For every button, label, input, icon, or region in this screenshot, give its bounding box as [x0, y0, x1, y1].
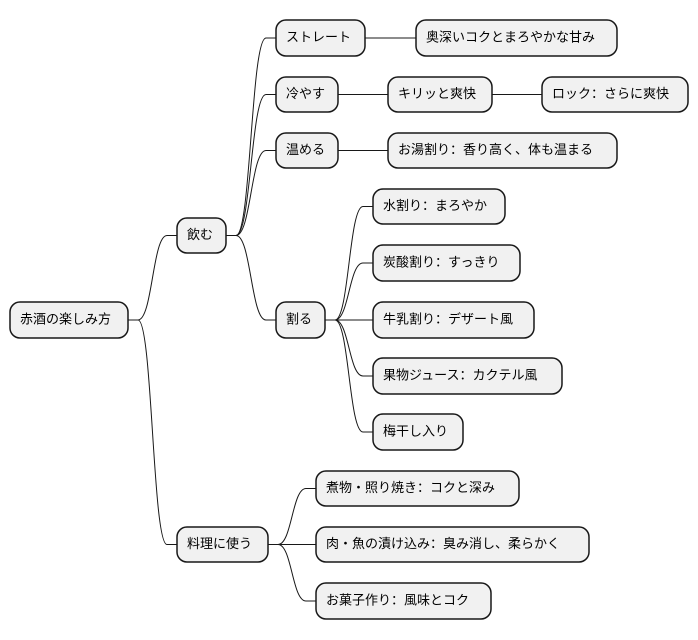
mindmap-node: 奥深いコクとまろやかな甘み [415, 19, 618, 57]
node-label: 奥深いコクとまろやかな甘み [426, 31, 595, 46]
node-label: 料理に使う [187, 536, 252, 552]
node-box [315, 582, 492, 620]
mindmap-node: 果物ジュース：カクテル風 [372, 357, 563, 395]
mindmap-node: 飲む [176, 217, 227, 254]
node-box [275, 301, 326, 339]
connector-line [268, 544, 316, 602]
node-label: 牛乳割り：デザート風 [383, 312, 513, 328]
connector-line [226, 235, 276, 321]
node-box [176, 526, 269, 563]
connector-line [268, 488, 316, 545]
mindmap-node: キリッと爽快 [387, 76, 493, 113]
node-box [415, 19, 618, 57]
node-box [372, 301, 535, 339]
edges [128, 37, 542, 602]
node-label: 割る [286, 312, 312, 328]
node-box [9, 301, 129, 339]
mindmap-root-node: 赤酒の楽しみ方 [9, 301, 129, 339]
node-label: お湯割り：香り高く、体も温まる [398, 142, 593, 158]
mindmap-node: 牛乳割り：デザート風 [372, 301, 535, 339]
node-label: お菓子作り：風味とコク [326, 594, 469, 609]
mindmap-node: ストレート [275, 19, 366, 57]
node-label: 赤酒の楽しみ方 [20, 312, 111, 328]
node-box [176, 217, 227, 254]
mindmap-node: お菓子作り：風味とコク [315, 582, 492, 620]
node-label: 温める [286, 143, 325, 158]
connector-line [226, 94, 276, 236]
node-box [372, 188, 506, 225]
connector-line [325, 262, 373, 321]
node-label: 冷やす [286, 87, 325, 102]
mindmap-node: お湯割り：香り高く、体も温まる [387, 132, 618, 169]
node-box [275, 76, 339, 113]
mindmap-node: 温める [275, 132, 339, 169]
connector-line [325, 206, 373, 321]
connector-line [128, 235, 177, 321]
node-label: キリッと爽快 [398, 87, 476, 102]
node-label: ロック：さらに爽快 [552, 87, 669, 102]
node-box [275, 132, 339, 169]
node-label: 飲む [187, 227, 213, 243]
connector-line [226, 150, 276, 236]
connector-line [226, 37, 276, 236]
node-box [315, 526, 590, 563]
connector-line [128, 319, 177, 545]
node-label: 煮物・照り焼き：コクと深み [326, 481, 495, 496]
connector-line [325, 319, 373, 377]
mindmap-node: 炭酸割り：すっきり [372, 244, 521, 282]
mindmap-node: ロック：さらに爽快 [541, 76, 689, 113]
mindmap-node: 煮物・照り焼き：コクと深み [315, 470, 520, 507]
node-label: ストレート [286, 31, 351, 46]
node-box [372, 244, 521, 282]
node-box [372, 413, 464, 451]
node-box [387, 76, 493, 113]
mindmap-node: 梅干し入り [372, 413, 464, 451]
node-box [315, 470, 520, 507]
node-label: 水割り：まろやか [383, 198, 487, 214]
mindmap-node: 料理に使う [176, 526, 269, 563]
node-label: 梅干し入り [383, 425, 448, 440]
node-label: 炭酸割り：すっきり [383, 255, 499, 271]
mindmap-node: 肉・魚の漬け込み：臭み消し、柔らかく [315, 526, 590, 563]
node-label: 果物ジュース：カクテル風 [383, 369, 537, 384]
node-box [275, 19, 366, 57]
connector-line [325, 319, 373, 433]
node-label: 肉・魚の漬け込み：臭み消し、柔らかく [326, 537, 560, 552]
mindmap-node: 冷やす [275, 76, 339, 113]
mindmap-node: 割る [275, 301, 326, 339]
node-box [387, 132, 618, 169]
node-box [541, 76, 689, 113]
mindmap-node: 水割り：まろやか [372, 188, 506, 225]
node-box [372, 357, 563, 395]
